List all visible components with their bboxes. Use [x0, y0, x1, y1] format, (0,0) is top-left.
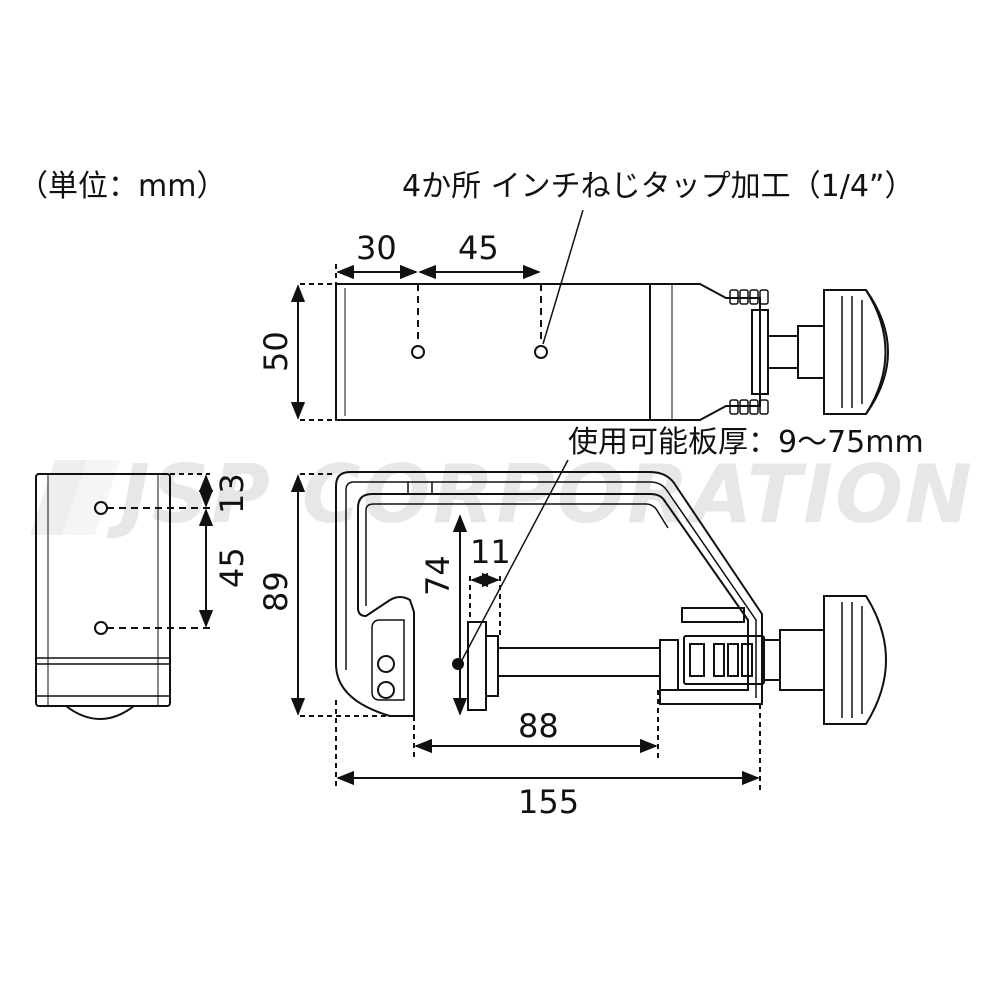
dim-11: 11: [470, 533, 511, 571]
dim-89: 89: [257, 571, 295, 612]
top-view: [335, 283, 889, 421]
dim-50: 50: [257, 331, 295, 372]
main-view: [335, 471, 887, 725]
unit-note: （単位：mm）: [18, 169, 227, 204]
dim-155: 155: [518, 783, 580, 821]
main-dim-lines: [290, 459, 761, 790]
dim-13: 13: [213, 473, 251, 514]
end-view: [35, 473, 214, 720]
dim-88: 88: [518, 707, 559, 745]
dim-74: 74: [419, 555, 457, 596]
hole-note: 4か所 インチねじタップ加工（1/4”）: [402, 169, 915, 204]
top-dim-lines: [290, 209, 584, 421]
thickness-note: 使用可能板厚：9～75mm: [568, 425, 924, 460]
dim-45-top: 45: [458, 229, 499, 267]
watermark-logo: [30, 460, 120, 535]
dim-30: 30: [356, 229, 397, 267]
dim-45-left: 45: [213, 547, 251, 588]
